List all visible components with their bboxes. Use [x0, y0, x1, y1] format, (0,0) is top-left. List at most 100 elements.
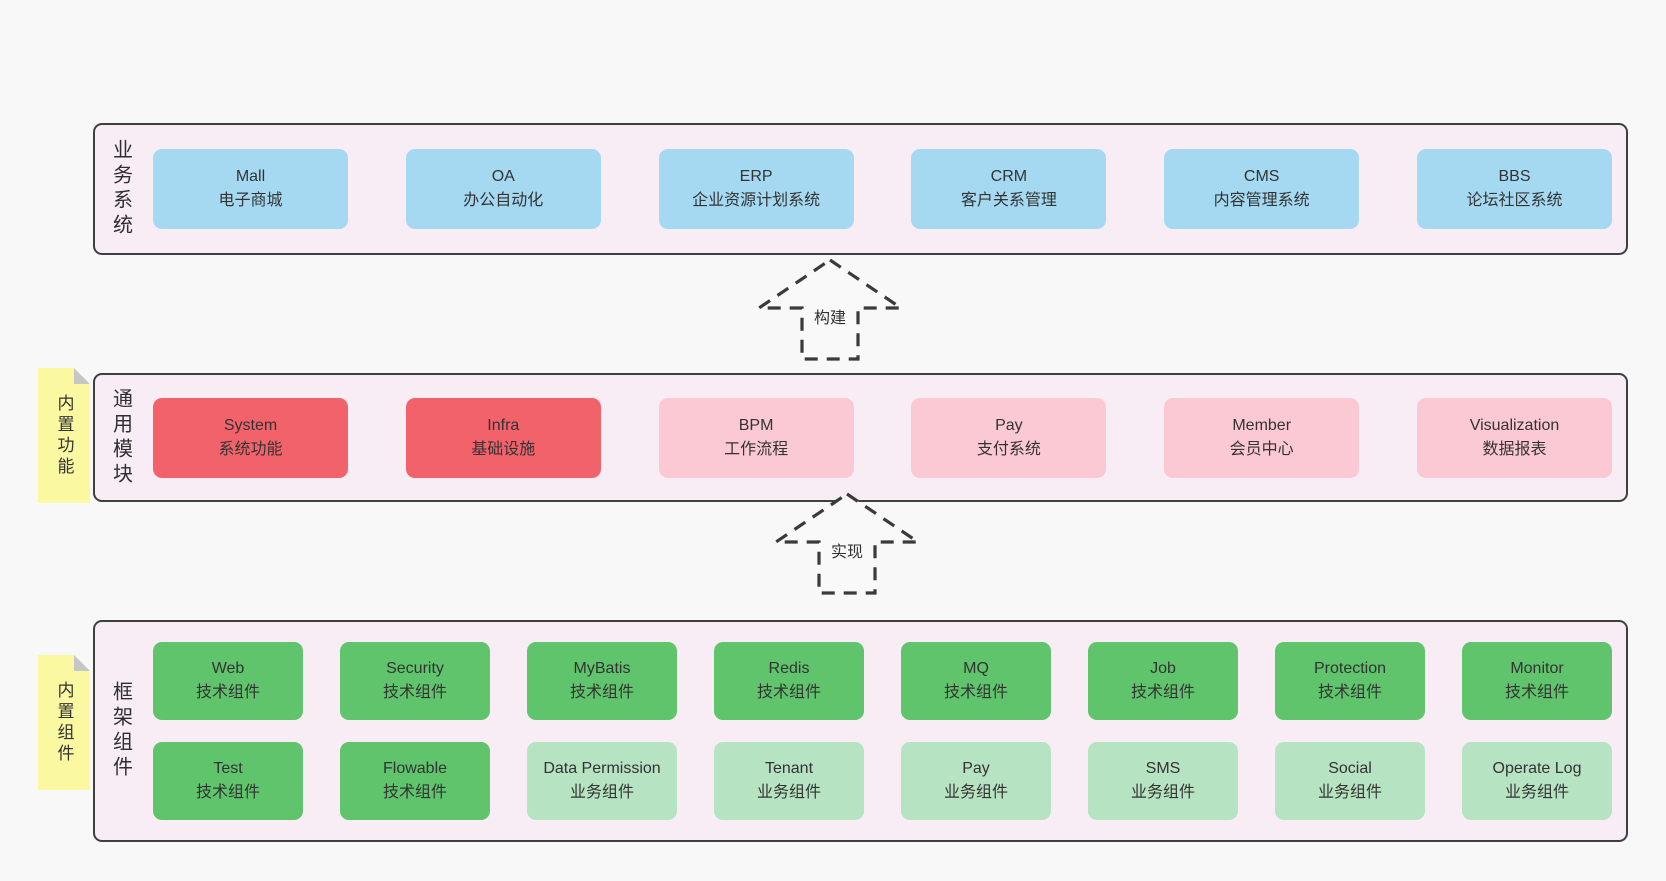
box-flowable: Flowable 技术组件	[340, 742, 490, 820]
box-member-name: Member	[1232, 416, 1292, 434]
box-monitor-name: Monitor	[1510, 660, 1564, 677]
box-protection: Protection 技术组件	[1275, 642, 1425, 720]
box-redis-desc: 技术组件	[756, 684, 821, 701]
band-label-business-systems: 业务系统	[109, 139, 132, 239]
box-sms: SMS 业务组件	[1088, 742, 1238, 820]
box-bbs: BBS 论坛社区系统	[1416, 149, 1612, 229]
box-infra-name: Infra	[487, 416, 520, 434]
box-job-desc: 技术组件	[1130, 684, 1195, 701]
arrow-implement: 实现	[772, 490, 922, 598]
box-data-permission: Data Permission 业务组件	[527, 742, 677, 820]
box-tenant-name: Tenant	[764, 760, 814, 777]
box-job: Job 技术组件	[1088, 642, 1238, 720]
band-label-common-modules: 通用模块	[109, 387, 132, 488]
box-security-desc: 技术组件	[382, 684, 447, 701]
box-bpm-desc: 工作流程	[724, 440, 789, 458]
box-pay-module-desc: 支付系统	[976, 440, 1041, 458]
box-data-permission-desc: 业务组件	[569, 784, 634, 801]
business-systems-boxes: Mall 电子商城 OA 办公自动化 ERP 企业资源计划系统 CRM 客户关系…	[147, 125, 1626, 253]
box-mall: Mall 电子商城	[153, 149, 348, 229]
box-social-desc: 业务组件	[1317, 784, 1382, 801]
common-modules-boxes: System 系统功能 Infra 基础设施 BPM 工作流程 Pay 支付系统…	[147, 375, 1626, 500]
box-crm-name: CRM	[990, 168, 1028, 185]
box-mybatis-name: MyBatis	[573, 660, 631, 677]
box-cms: CMS 内容管理系统	[1164, 149, 1360, 229]
box-bbs-desc: 论坛社区系统	[1466, 192, 1563, 209]
box-redis-name: Redis	[768, 660, 810, 677]
box-mybatis-desc: 技术组件	[569, 684, 634, 701]
sticky-built-in-components: 内置组件	[38, 655, 90, 790]
framework-components-boxes: Web 技术组件 Security 技术组件 MyBatis 技术组件 Redi…	[147, 622, 1626, 840]
box-bbs-name: BBS	[1498, 168, 1531, 185]
box-data-permission-name: Data Permission	[543, 760, 661, 777]
box-visualization: Visualization 数据报表	[1416, 397, 1612, 478]
box-tenant: Tenant 业务组件	[714, 742, 864, 820]
box-pay-module: Pay 支付系统	[911, 397, 1107, 478]
box-mq-name: MQ	[963, 660, 989, 677]
box-visualization-desc: 数据报表	[1482, 440, 1547, 458]
box-security-name: Security	[386, 660, 444, 677]
box-oa-name: OA	[491, 168, 515, 185]
box-flowable-name: Flowable	[382, 760, 448, 777]
box-monitor: Monitor 技术组件	[1462, 642, 1612, 720]
box-social: Social 业务组件	[1275, 742, 1425, 820]
box-erp: ERP 企业资源计划系统	[658, 149, 854, 229]
box-system-name: System	[223, 416, 278, 434]
framework-components-row-2: Test 技术组件 Flowable 技术组件 Data Permission …	[153, 742, 1612, 820]
box-tenant-desc: 业务组件	[756, 784, 821, 801]
arrow-build-label: 构建	[808, 302, 852, 330]
box-cms-desc: 内容管理系统	[1213, 192, 1310, 209]
box-mq-desc: 技术组件	[943, 684, 1008, 701]
box-system-desc: 系统功能	[218, 440, 283, 458]
box-infra: Infra 基础设施	[405, 397, 601, 478]
box-web-name: Web	[211, 660, 245, 677]
box-infra-desc: 基础设施	[471, 440, 536, 458]
sticky-built-in-features-label: 内置功能	[54, 393, 74, 478]
box-test-name: Test	[213, 760, 243, 777]
box-operate-log-name: Operate Log	[1492, 760, 1582, 777]
box-erp-name: ERP	[739, 168, 773, 185]
box-operate-log: Operate Log 业务组件	[1462, 742, 1612, 820]
box-visualization-name: Visualization	[1469, 416, 1560, 434]
box-pay-module-name: Pay	[995, 416, 1023, 434]
box-mybatis: MyBatis 技术组件	[527, 642, 677, 720]
box-test-desc: 技术组件	[195, 784, 260, 801]
box-pay-component-name: Pay	[962, 760, 990, 777]
box-protection-name: Protection	[1313, 660, 1387, 677]
box-system: System 系统功能	[153, 397, 348, 478]
box-security: Security 技术组件	[340, 642, 490, 720]
box-mq: MQ 技术组件	[901, 642, 1051, 720]
box-bpm: BPM 工作流程	[658, 397, 854, 478]
box-sms-name: SMS	[1145, 760, 1181, 777]
box-flowable-desc: 技术组件	[382, 784, 447, 801]
framework-components-row-1: Web 技术组件 Security 技术组件 MyBatis 技术组件 Redi…	[153, 642, 1612, 720]
box-erp-desc: 企业资源计划系统	[692, 192, 821, 209]
box-pay-component-desc: 业务组件	[943, 784, 1008, 801]
band-framework-components: 框架组件 Web 技术组件 Security 技术组件 MyBatis 技术组件…	[93, 620, 1628, 842]
sticky-built-in-features: 内置功能	[38, 368, 90, 503]
box-member-desc: 会员中心	[1229, 440, 1294, 458]
box-social-name: Social	[1328, 760, 1372, 777]
box-redis: Redis 技术组件	[714, 642, 864, 720]
box-oa-desc: 办公自动化	[463, 192, 544, 209]
arrow-implement-label: 实现	[825, 536, 869, 564]
band-label-framework-components: 框架组件	[109, 681, 132, 781]
box-crm-desc: 客户关系管理	[960, 192, 1057, 209]
sticky-built-in-components-label: 内置组件	[54, 680, 74, 765]
arrow-build: 构建	[755, 256, 905, 364]
box-protection-desc: 技术组件	[1317, 684, 1382, 701]
box-web-desc: 技术组件	[195, 684, 260, 701]
box-web: Web 技术组件	[153, 642, 303, 720]
band-business-systems: 业务系统 Mall 电子商城 OA 办公自动化 ERP 企业资源计划系统 CRM…	[93, 123, 1628, 255]
box-crm: CRM 客户关系管理	[911, 149, 1107, 229]
box-sms-desc: 业务组件	[1130, 784, 1195, 801]
box-bpm-name: BPM	[738, 416, 774, 434]
box-member: Member 会员中心	[1164, 397, 1360, 478]
box-operate-log-desc: 业务组件	[1504, 784, 1569, 801]
box-cms-name: CMS	[1243, 168, 1280, 185]
box-mall-name: Mall	[235, 168, 266, 185]
box-monitor-desc: 技术组件	[1504, 684, 1569, 701]
box-pay-component: Pay 业务组件	[901, 742, 1051, 820]
box-test: Test 技术组件	[153, 742, 303, 820]
